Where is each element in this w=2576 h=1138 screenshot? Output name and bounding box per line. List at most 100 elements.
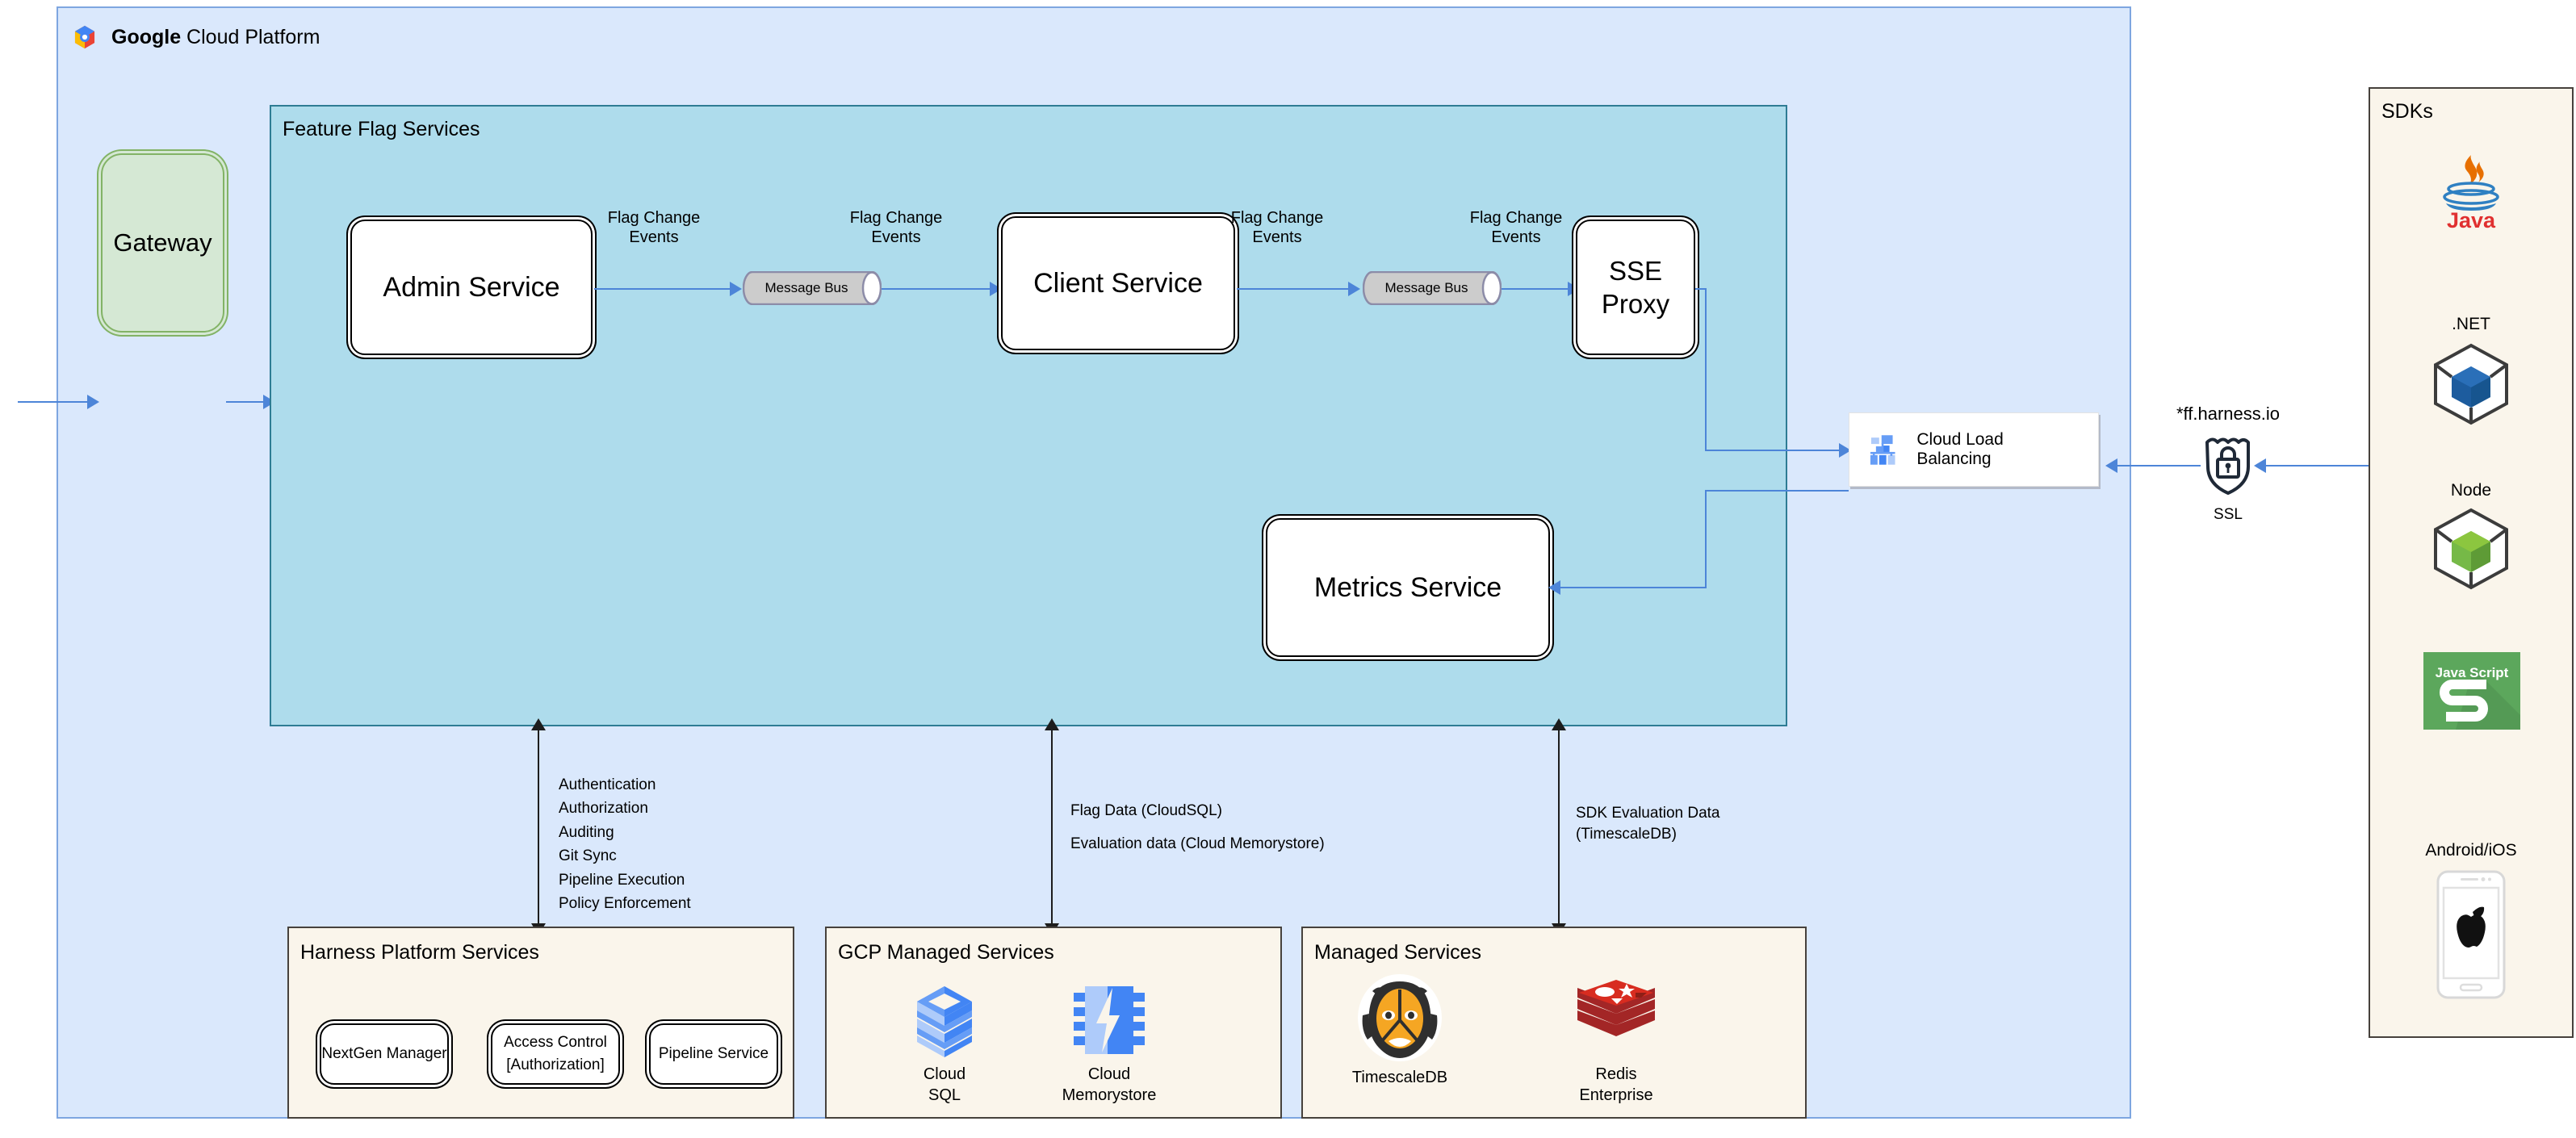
cloud-sql-caption: Cloud SQL — [880, 1064, 1009, 1106]
client-service-label: Client Service — [1033, 267, 1203, 299]
metrics-service-label: Metrics Service — [1313, 571, 1502, 603]
sse-proxy-label-line1: SSE — [1608, 255, 1663, 286]
arrowhead-up-managed — [1552, 718, 1566, 730]
gcp-managed-services-panel — [825, 927, 1282, 1119]
android-ios-phone-apple-icon — [2436, 870, 2506, 999]
cloud-memorystore-caption: Cloud Memorystore — [1045, 1064, 1174, 1106]
gcp-title-bold: Google — [111, 25, 182, 48]
conn-ff-to-harness-platform — [538, 728, 539, 925]
load-balancer-hierarchy-icon — [1870, 435, 1895, 465]
harness-platform-services-panel — [287, 927, 794, 1119]
cloud-load-balancing-card[interactable]: Cloud Load Balancing — [1849, 412, 2099, 487]
message-bus-1[interactable]: Message Bus — [743, 271, 882, 305]
timescaledb-caption: TimescaleDB — [1335, 1067, 1464, 1088]
feature-flag-services-panel — [270, 105, 1787, 726]
access-control-label-line1: Access Control — [504, 1034, 607, 1052]
redis-stack-icon — [1577, 980, 1655, 1036]
access-control-label-line2: [Authorization] — [506, 1056, 605, 1073]
arrow-bus-to-sse — [1502, 288, 1571, 290]
gateway-node[interactable]: Gateway — [101, 153, 224, 333]
arrow-ssl-to-lb — [2117, 465, 2201, 466]
message-bus-2-label: Message Bus — [1384, 280, 1468, 295]
sdks-title: SDKs — [2381, 100, 2433, 123]
conn-sse-out-v — [1705, 288, 1707, 451]
edge-label-admin-to-bus: Flag Change Events — [607, 209, 701, 247]
arrow-sdks-to-ssl — [2265, 465, 2369, 466]
gcp-panel-title: Google Cloud Platform — [111, 26, 320, 49]
java-icon: Java — [2443, 155, 2499, 229]
nextgen-manager-label: NextGen Manager — [321, 1045, 447, 1063]
pipeline-service-label: Pipeline Service — [658, 1045, 769, 1063]
conn-ff-to-gcp-managed — [1051, 728, 1053, 925]
arrowhead-admin-to-bus — [730, 282, 742, 296]
edge-label-client-to-bus: Flag Change Events — [1230, 209, 1324, 247]
admin-service-node[interactable]: Admin Service — [350, 220, 593, 355]
dotnet-cube-icon — [2434, 343, 2508, 425]
dotnet-label: .NET — [2452, 315, 2490, 333]
conn-sse-to-lb-h — [1705, 450, 1842, 451]
cloud-load-balancing-label: Cloud Load Balancing — [1916, 430, 2004, 468]
conn-lb-to-metrics-h2 — [1560, 587, 1707, 588]
arrowhead-up-harness — [531, 718, 546, 730]
conn-lb-to-metrics-v — [1705, 490, 1707, 588]
arrowhead-to-gateway — [87, 395, 99, 409]
arrowhead-sse-to-lb — [1839, 443, 1851, 458]
ssl-shield-lock-icon — [2205, 437, 2250, 495]
cloud-sql-icon — [917, 986, 972, 1057]
svg-text:Java: Java — [2447, 208, 2496, 229]
cloud-sql-caption-line1: Cloud — [923, 1065, 966, 1083]
access-control-node[interactable]: Access Control [Authorization] — [491, 1023, 620, 1085]
feature-flag-services-title: Feature Flag Services — [283, 118, 480, 140]
message-bus-1-label: Message Bus — [764, 280, 848, 295]
note-managed-services: SDK Evaluation Data (TimescaleDB) — [1576, 805, 1720, 843]
google-cloud-hexagon-icon — [74, 25, 95, 49]
arrowhead-client-to-bus — [1348, 282, 1360, 296]
admin-service-label: Admin Service — [383, 271, 560, 303]
nextgen-manager-node[interactable]: NextGen Manager — [320, 1023, 449, 1085]
ssl-domain-label: *ff.harness.io — [2176, 404, 2280, 424]
arrowhead-sdks-to-ssl — [2254, 458, 2266, 473]
arrow-client-to-bus — [1237, 288, 1351, 290]
arrowhead-up-gcp — [1045, 718, 1059, 730]
note-harness-platform: Authentication Authorization Auditing Gi… — [559, 776, 691, 913]
node-label: Node — [2450, 481, 2492, 500]
harness-platform-services-title: Harness Platform Services — [300, 941, 539, 964]
conn-sse-out-h — [1695, 288, 1707, 290]
edge-label-bus-to-sse: Flag Change Events — [1469, 209, 1563, 247]
cloud-sql-caption-line2: SQL — [928, 1086, 961, 1104]
sse-proxy-node[interactable]: SSE Proxy — [1576, 220, 1695, 355]
sse-proxy-label-line2: Proxy — [1601, 289, 1670, 319]
gcp-panel-header: Google Cloud Platform — [71, 21, 636, 53]
pipeline-service-node[interactable]: Pipeline Service — [649, 1023, 778, 1085]
arrow-external-to-gateway — [18, 401, 89, 403]
cloud-memorystore-icon — [1074, 986, 1145, 1054]
arrow-admin-to-bus — [594, 288, 733, 290]
javascript-icon: Java Script — [2423, 652, 2520, 730]
arrow-bus-to-client — [882, 288, 993, 290]
cloud-memorystore-caption-line1: Cloud — [1087, 1065, 1131, 1083]
arrow-gateway-to-ff — [226, 401, 274, 403]
arrowhead-ssl-to-lb — [2105, 458, 2117, 473]
redis-caption-line2: Enterprise — [1579, 1086, 1653, 1104]
conn-lb-to-metrics-h1 — [1705, 490, 1849, 492]
arrowhead-lb-to-metrics — [1548, 580, 1560, 595]
metrics-service-node[interactable]: Metrics Service — [1266, 518, 1550, 657]
message-bus-shape-icon — [1363, 271, 1502, 305]
managed-services-title: Managed Services — [1314, 941, 1482, 964]
cloud-memorystore-caption-line2: Memorystore — [1062, 1086, 1157, 1104]
gcp-title-rest: Cloud Platform — [181, 25, 320, 48]
message-bus-shape-icon — [743, 271, 882, 305]
timescaledb-tiger-icon — [1358, 974, 1442, 1061]
redis-caption: Redis Enterprise — [1552, 1064, 1681, 1106]
client-service-node[interactable]: Client Service — [1001, 216, 1235, 350]
note-gcp-managed: Flag Data (CloudSQL) Evaluation data (Cl… — [1070, 802, 1325, 852]
edge-label-bus-to-client: Flag Change Events — [849, 209, 943, 247]
arrowhead-bus-to-client — [990, 282, 1002, 296]
gateway-label: Gateway — [113, 228, 212, 257]
android-ios-label: Android/iOS — [2425, 841, 2517, 860]
javascript-icon-text-top: Java Script — [2436, 665, 2509, 680]
conn-ff-to-managed — [1558, 728, 1560, 925]
message-bus-2[interactable]: Message Bus — [1363, 271, 1502, 305]
gcp-managed-services-title: GCP Managed Services — [838, 941, 1054, 964]
